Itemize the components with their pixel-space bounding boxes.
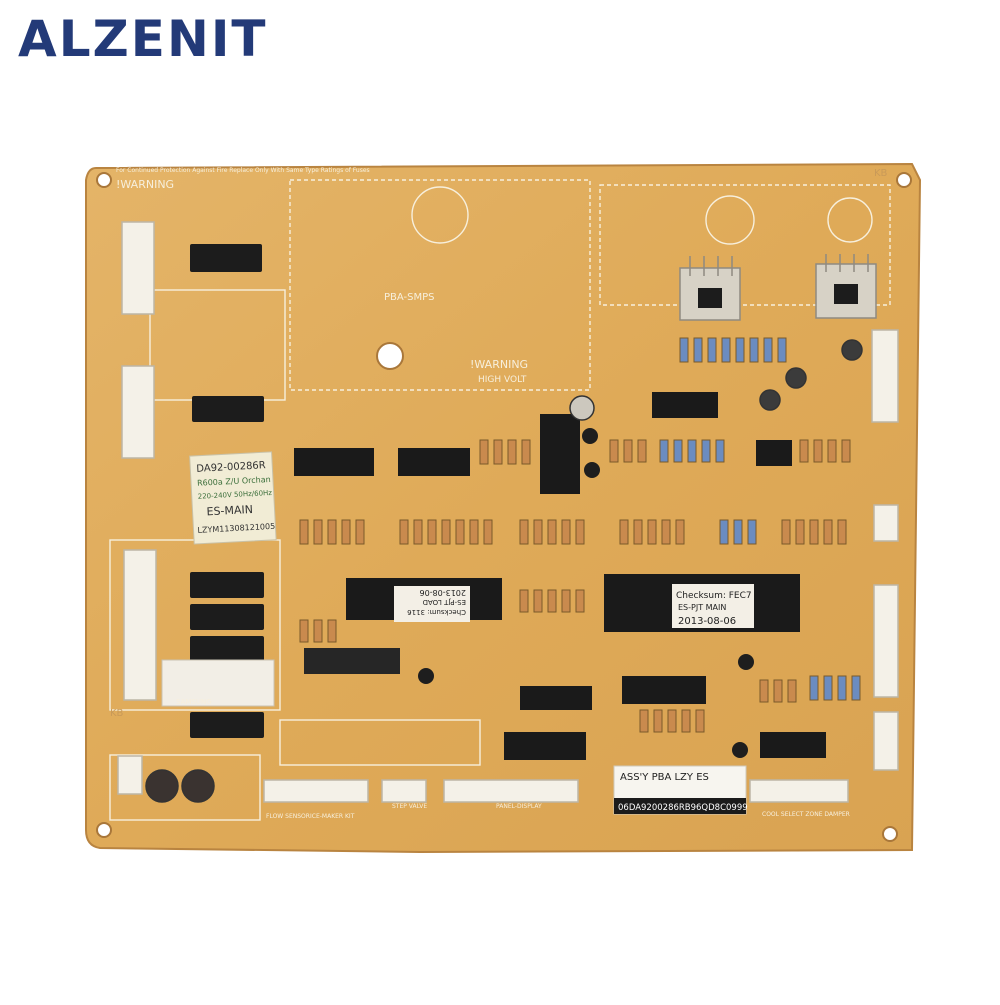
panel-display-label: PANEL-DISPLAY (496, 803, 542, 810)
chip-main-line-3: 2013-08-06 (678, 616, 736, 627)
chip-label-load: Checksum: 3116 ES-PJT LOAD 2013-08-06 (394, 586, 470, 622)
pcb-board (85, 162, 922, 854)
resistor-rows (299, 337, 861, 733)
samsung-text: SAMSUNG (176, 698, 212, 706)
sticker-line-5: LZYM11308121005 (197, 522, 275, 535)
capacitors (145, 339, 863, 803)
ice-maker-label: ICE-MAKER KIT (310, 813, 355, 820)
chip-load-line-2: ES-PJT LOAD (423, 598, 466, 606)
warning-mid-text: !WARNING (470, 358, 528, 371)
sticker-line-4: ES-MAIN (206, 503, 253, 518)
cool-select-label: COOL SELECT ZONE DAMPER (762, 811, 850, 818)
chip-main-line-1: Checksum: FEC7 (676, 591, 752, 601)
warning-top-text: !WARNING (116, 178, 174, 191)
brand-logo: ALZENIT (18, 10, 268, 68)
white-relay (161, 659, 275, 707)
sticker-line-3: 220-240V 50Hz/60Hz (198, 489, 273, 501)
smps-text: PBA-SMPS (384, 292, 434, 303)
relays (190, 244, 264, 738)
mounting-holes (96, 172, 912, 842)
high-volt-text: HIGH VOLT (478, 375, 527, 385)
assy-line-2: 06DA9200286RB96QD8C0999 (618, 803, 748, 813)
model-sticker: DA92-00286R R600a Z/U Orchan 220-240V 50… (189, 451, 277, 545)
transistors (418, 428, 754, 758)
fuse-notice-text: For Continued Protection Against Fire Re… (116, 167, 370, 174)
assy-label: ASS'Y PBA LZY ES 06DA9200286RB96QD8C0999 (613, 765, 748, 815)
assy-line-1: ASS'Y PBA LZY ES (620, 772, 709, 783)
chip-load-line-3: 2013-08-06 (420, 588, 467, 597)
sticker-line-2: R600a Z/U Orchan (197, 475, 271, 488)
chip-label-main: Checksum: FEC7 ES-PJT MAIN 2013-08-06 (672, 584, 754, 628)
bottom-connectors (117, 755, 849, 803)
kb-mark-left: KB (110, 708, 124, 719)
step-valve-label: STEP VALVE (392, 803, 427, 810)
integrated-circuits (294, 392, 826, 760)
chip-main-line-2: ES-PJT MAIN (678, 603, 726, 612)
kb-mark-top: KB (874, 168, 888, 179)
sticker-line-1: DA92-00286R (196, 460, 266, 475)
flow-sensor-label: FLOW SENSOR (266, 813, 310, 820)
left-connectors (121, 221, 157, 701)
right-connectors (871, 329, 899, 771)
chip-load-line-1: Checksum: 3116 (407, 608, 466, 616)
